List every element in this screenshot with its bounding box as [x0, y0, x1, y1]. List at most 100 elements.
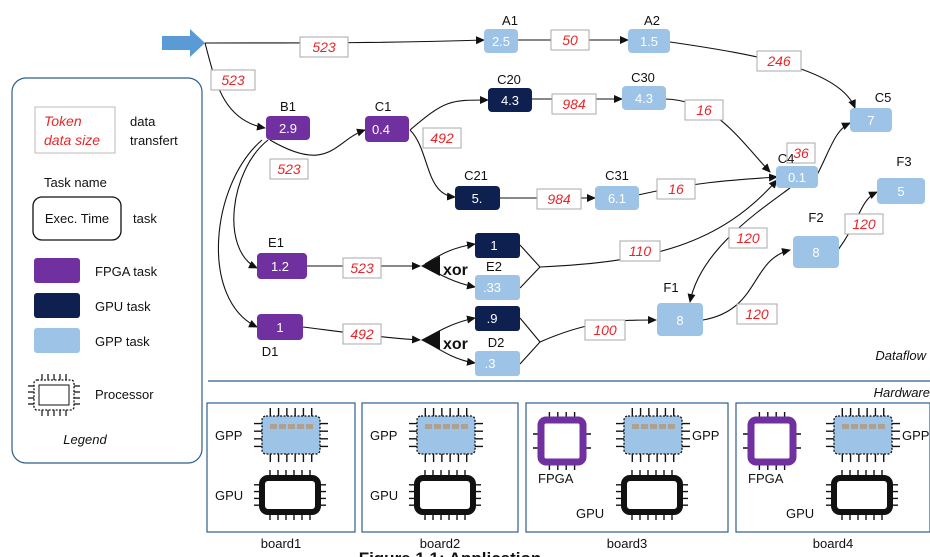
svg-text:1.2: 1.2 — [271, 259, 289, 274]
svg-text:D2: D2 — [488, 335, 505, 350]
legend-gpp-swatch — [34, 328, 80, 353]
svg-text:1: 1 — [490, 238, 497, 253]
svg-text:A2: A2 — [644, 13, 660, 28]
svg-text:F2: F2 — [808, 210, 823, 225]
svg-text:523: 523 — [350, 260, 374, 276]
board-gpp-label: GPP — [692, 428, 719, 443]
svg-text:C31: C31 — [605, 168, 629, 183]
legend-token-line1: Token — [44, 113, 82, 129]
svg-text:5.: 5. — [472, 191, 483, 206]
task-f1: F1 8 — [657, 280, 703, 336]
task-c1: C1 0.4 — [365, 99, 409, 142]
board-fpga-label: FPGA — [538, 471, 574, 486]
task-f3: F3 5 — [877, 154, 925, 204]
task-c4: C4 0.1 — [776, 151, 818, 188]
edge-label-a2-c5: 246 — [756, 50, 802, 72]
legend-task-box — [32, 196, 122, 241]
legend-title: Legend — [63, 432, 107, 447]
svg-text:523: 523 — [277, 161, 301, 177]
edge-label-d1-d2: 492 — [342, 323, 382, 345]
svg-text:.33: .33 — [483, 280, 501, 295]
xor-e-triangle — [421, 256, 440, 276]
edge-label-c4-c5: 36 — [786, 142, 816, 164]
svg-text:F1: F1 — [663, 280, 678, 295]
legend-gpu-swatch — [34, 293, 80, 318]
svg-text:4.3: 4.3 — [501, 93, 519, 108]
edge-label-c30-c4: 16 — [684, 99, 724, 121]
edge-label-c20-c30: 984 — [551, 93, 597, 115]
svg-text:C30: C30 — [631, 70, 655, 85]
edge-label-c4-f1: 120 — [728, 227, 768, 249]
legend-fpga-swatch — [34, 258, 80, 283]
edge-xor-e2a — [424, 241, 476, 265]
svg-text:1.5: 1.5 — [640, 34, 658, 49]
edge-label-c21-c31: 984 — [536, 188, 582, 210]
edge-e2-c4 — [539, 179, 778, 268]
task-c21: C21 5. — [455, 168, 500, 210]
svg-text:120: 120 — [736, 230, 760, 246]
svg-text:7: 7 — [867, 113, 874, 128]
svg-text:16: 16 — [696, 102, 712, 118]
svg-text:16: 16 — [668, 181, 684, 197]
task-e2b: E2 .33 — [475, 259, 520, 300]
svg-text:C20: C20 — [497, 72, 521, 87]
edge-b1-c1 — [269, 128, 366, 156]
task-nodes: A1 2.5 A2 1.5 B1 2.9 C1 0.4 C20 4.3 C30 … — [257, 13, 925, 376]
svg-text:.3: .3 — [485, 356, 496, 371]
svg-text:110: 110 — [629, 243, 652, 259]
svg-text:1: 1 — [276, 320, 283, 335]
edge-label-c1-c20: 492 — [422, 127, 462, 149]
legend-transfer-label: transfert — [130, 133, 178, 148]
svg-text:492: 492 — [350, 326, 374, 342]
legend-processor-icon — [28, 374, 80, 416]
task-b1: B1 2.9 — [266, 99, 310, 140]
task-d2a: .9 — [475, 306, 520, 331]
legend-processor-label: Processor — [95, 387, 154, 402]
svg-text:0.1: 0.1 — [788, 170, 806, 185]
edge-label-f1-f2: 120 — [736, 303, 778, 325]
svg-text:F3: F3 — [896, 154, 911, 169]
edge-label-in-a1: 523 — [299, 36, 349, 58]
input-arrow — [162, 29, 205, 57]
legend-token-line2: data size — [44, 132, 100, 148]
hardware-label: Hardware — [874, 385, 930, 400]
edge-b1-e1 — [233, 139, 269, 269]
svg-text:246: 246 — [766, 53, 791, 69]
task-c30: C30 4.3 — [622, 70, 666, 110]
svg-text:120: 120 — [852, 216, 876, 232]
svg-text:36: 36 — [793, 145, 809, 161]
edge-label-b1-c1: 523 — [269, 158, 309, 180]
svg-text:2.5: 2.5 — [492, 34, 510, 49]
edge-label-c31-c4: 16 — [656, 178, 696, 200]
task-c20: C20 4.3 — [488, 72, 532, 112]
legend-gpu-label: GPU task — [95, 299, 151, 314]
edge-c30-c4 — [664, 98, 771, 173]
task-d2b: D2 .3 — [475, 335, 520, 376]
edge-input-a1 — [204, 36, 485, 45]
legend-gpp-label: GPP task — [95, 334, 150, 349]
legend-exec-time: Exec. Time — [45, 211, 109, 226]
edge-c31-c4 — [637, 173, 778, 196]
svg-text:.9: .9 — [487, 311, 498, 326]
svg-text:D1: D1 — [262, 344, 279, 359]
edge-c4-c5 — [816, 122, 851, 176]
legend-data-label: data — [130, 114, 156, 129]
xor-d-label: xor — [443, 336, 468, 353]
figure-caption: Figure 1.1: Application — [359, 549, 542, 557]
svg-text:E1: E1 — [268, 235, 284, 250]
board-name: board4 — [813, 536, 853, 551]
legend-fpga-label: FPGA task — [95, 264, 158, 279]
board-gpu-label: GPU — [215, 488, 243, 503]
svg-text:A1: A1 — [502, 13, 518, 28]
task-e1: E1 1.2 — [257, 235, 307, 279]
board-name: board3 — [607, 536, 647, 551]
hardware-boards: GPPGPUboard1GPPGPUboard2FPGAGPPGPUboard3… — [206, 402, 930, 551]
legend-frame — [11, 77, 203, 464]
edge-label-a1-a2: 50 — [550, 29, 590, 51]
edge-label-in-b1: 523 — [210, 69, 256, 91]
dataflow-label: Dataflow — [875, 348, 927, 363]
legend-token-box — [34, 106, 116, 154]
task-a2: A2 1.5 — [628, 13, 670, 53]
